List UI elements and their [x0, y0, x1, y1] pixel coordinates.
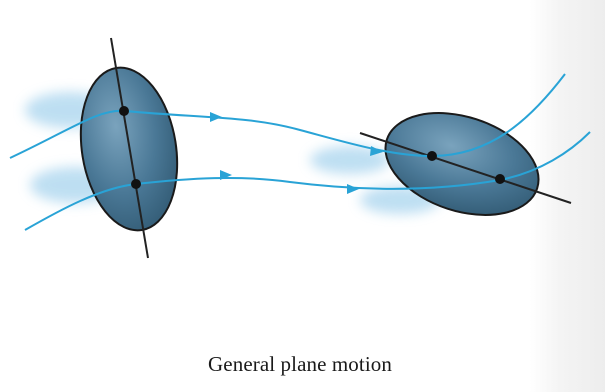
arrowhead-upper-2	[370, 146, 383, 156]
arrowhead-upper-1	[210, 112, 222, 122]
body-axis-final	[359, 132, 572, 204]
body-axis-initial	[110, 37, 149, 259]
figure-caption: General plane motion	[208, 352, 392, 376]
point-lower-final	[495, 174, 505, 184]
trajectory-path-upper	[9, 73, 566, 159]
arrowhead-lower-2	[347, 184, 359, 194]
rigid-body-final	[384, 112, 540, 216]
point-upper-initial	[119, 106, 129, 116]
point-lower-initial	[131, 179, 141, 189]
arrowhead-lower-1	[220, 170, 232, 180]
point-upper-final	[427, 151, 437, 161]
trajectory-path-lower	[24, 131, 591, 231]
